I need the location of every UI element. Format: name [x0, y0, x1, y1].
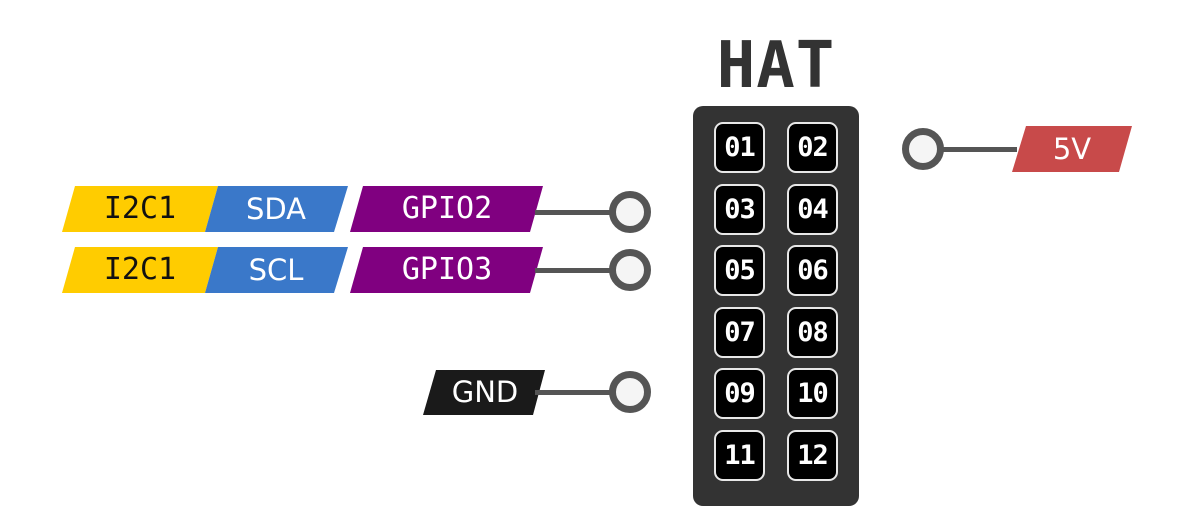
connector-node-pin-05[interactable]	[609, 249, 651, 291]
pin05-gpio-label: GPIO3	[401, 252, 493, 287]
pin-03[interactable]: 03	[714, 184, 765, 235]
pin-07[interactable]: 07	[714, 307, 765, 358]
gpio-tag-shape	[350, 247, 543, 293]
pin02-power-label: 5V	[1052, 132, 1092, 166]
gpio-tag-shape	[350, 186, 543, 232]
pin-04[interactable]: 04	[787, 184, 838, 235]
pin-01[interactable]: 01	[714, 122, 765, 173]
pin-12[interactable]: 12	[787, 430, 838, 481]
pin-11[interactable]: 11	[714, 430, 765, 481]
pin-08[interactable]: 08	[787, 307, 838, 358]
pin-10[interactable]: 10	[787, 368, 838, 419]
wire-pin-02	[935, 147, 1017, 152]
pin-02[interactable]: 02	[787, 122, 838, 173]
wire-pin-05	[535, 268, 615, 273]
i2c-signal-tag-shape	[205, 186, 348, 232]
pin05-i2c-signal-label: SCL	[248, 253, 304, 287]
connector-node-pin-03[interactable]	[609, 191, 651, 233]
pin-09[interactable]: 09	[714, 368, 765, 419]
wire-pin-09	[535, 390, 615, 395]
pin03-i2c-bus-label: I2C1	[103, 191, 177, 226]
pin05-i2c-bus-label: I2C1	[103, 252, 177, 287]
pin03-i2c-signal-label: SDA	[245, 192, 307, 226]
i2c-bus-tag-shape	[62, 247, 218, 293]
pin03-gpio-label: GPIO2	[401, 191, 493, 226]
wire-pin-03	[535, 210, 615, 215]
pin-06[interactable]: 06	[787, 245, 838, 296]
connector-node-pin-02[interactable]	[902, 128, 944, 170]
power-tag-shape	[1012, 126, 1132, 172]
hat-title: HAT	[716, 29, 836, 103]
connector-node-pin-09[interactable]	[609, 371, 651, 413]
pin09-ground-label: GND	[451, 375, 519, 409]
label-shapes	[62, 126, 1132, 415]
ground-tag-shape	[423, 370, 545, 415]
i2c-bus-tag-shape	[62, 186, 218, 232]
pin-05[interactable]: 05	[714, 245, 765, 296]
i2c-signal-tag-shape	[205, 247, 348, 293]
